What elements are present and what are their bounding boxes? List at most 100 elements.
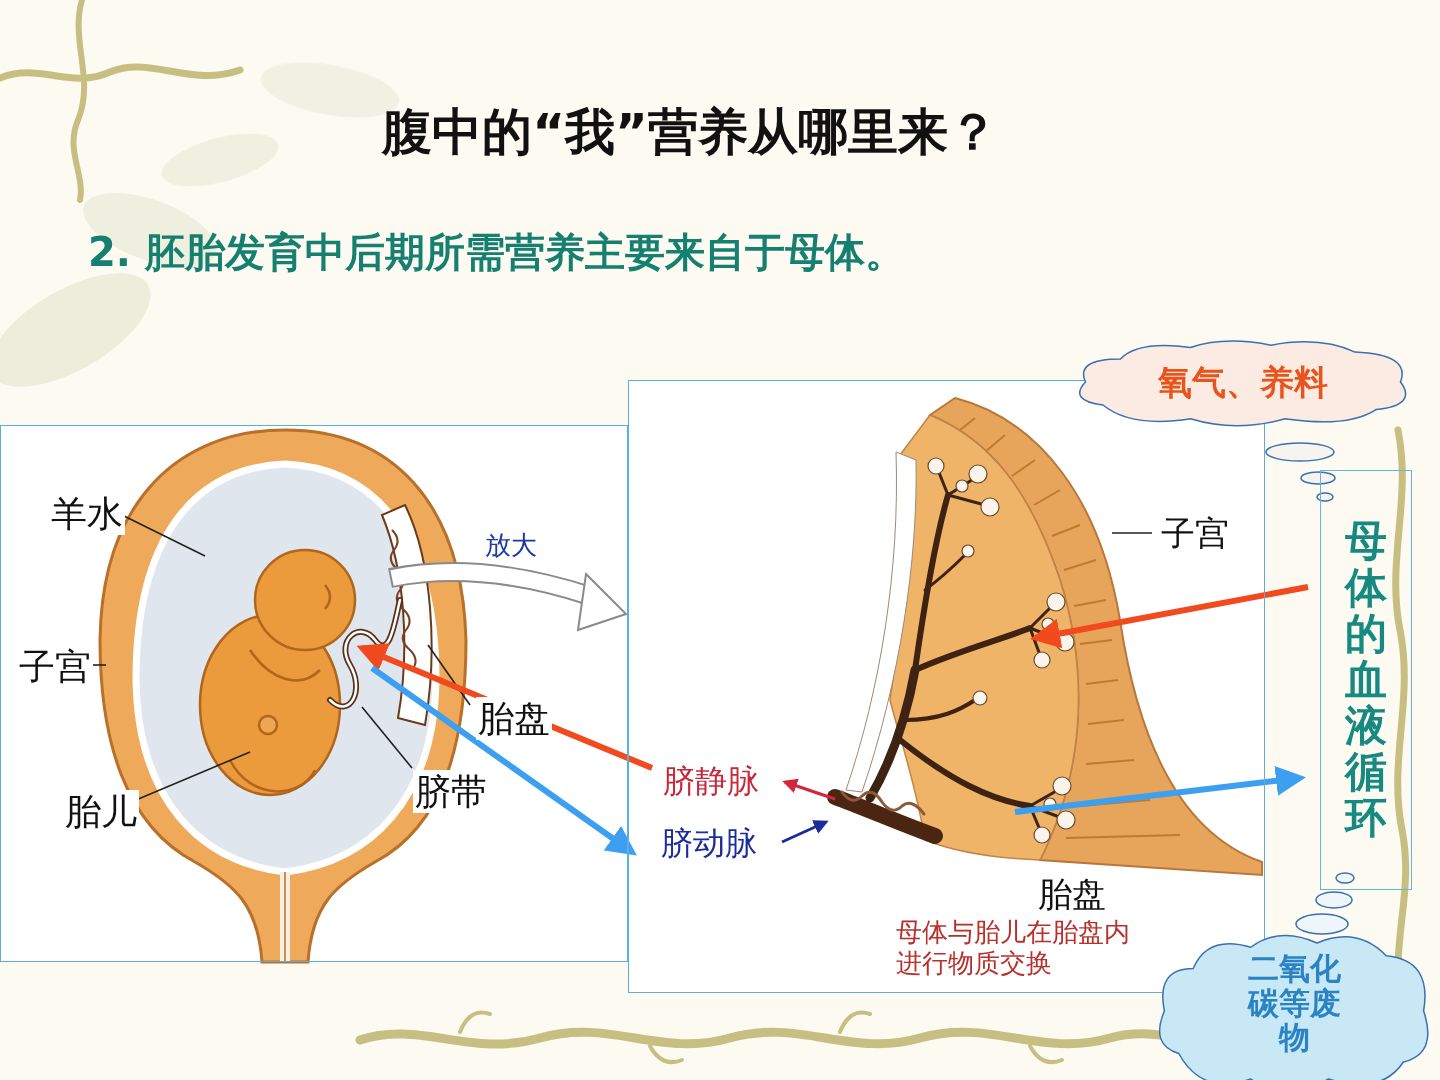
vine-decoration — [1396, 430, 1406, 990]
figure-panel: 子宫脐静脉脐动脉胎盘母体与胎儿在胎盘内 进行物质交换 — [628, 380, 1265, 993]
flow-arrow — [782, 822, 826, 842]
villi-tips — [1047, 593, 1065, 611]
uterus-wall — [1052, 525, 1080, 536]
villi-tips — [969, 465, 987, 483]
thought-bubble — [1316, 892, 1352, 908]
vertical-text: 母体的血液循环 — [1345, 518, 1387, 841]
part-label: 胎盘 — [476, 697, 552, 740]
background-decoration — [156, 123, 283, 197]
villi-tree — [870, 670, 915, 798]
part-label: 胎盘 — [1036, 874, 1108, 915]
fetus-figure — [325, 585, 330, 609]
thought-cloud: 二氧化碳等废物 — [1150, 926, 1438, 1080]
vine-decoration — [74, 0, 85, 200]
thought-bubble — [1336, 873, 1354, 883]
part-label: 母体与胎儿在胎盘内 进行物质交换 — [894, 917, 1143, 979]
part-label: 脐动脉 — [659, 824, 759, 862]
umbilical-cord — [835, 792, 935, 836]
flow-arrow — [1036, 587, 1308, 638]
panel-ground — [628, 380, 1265, 993]
leader-line — [136, 752, 250, 800]
leader-line — [92, 515, 470, 800]
villi-tree — [948, 478, 975, 495]
flow-arrow — [1015, 778, 1300, 812]
vine-decoration — [840, 1012, 870, 1032]
leader-line — [362, 707, 412, 768]
villi-tree — [948, 495, 985, 505]
umbilical-cord — [330, 600, 400, 707]
villi-tree — [925, 555, 965, 590]
vine-decoration — [650, 1046, 682, 1062]
villi-tips — [1034, 827, 1050, 843]
subtitle: 2. 胚胎发育中后期所需营养主要来自于母体。 — [88, 228, 905, 276]
vertical-text-box: 母体的血液循环 — [1320, 470, 1412, 890]
umbilical-cord — [330, 600, 400, 707]
panel-ground — [0, 425, 628, 962]
enlarge-arrow — [578, 574, 626, 630]
leader-line — [92, 664, 106, 666]
thought-cloud: 氧气、养料 — [1068, 336, 1418, 428]
cloud-text: 二氧化碳等废物 — [1244, 951, 1343, 1055]
placenta-figure — [391, 530, 416, 670]
thought-bubble — [1301, 472, 1335, 484]
leader-line — [1112, 532, 1152, 534]
villi-tree — [915, 628, 1030, 670]
enlarge-arrow — [392, 572, 590, 596]
uterus-wall — [960, 418, 975, 430]
uterus-figure — [136, 464, 436, 872]
leader-line — [1112, 532, 1152, 534]
cloud-outline — [1160, 935, 1428, 1080]
uterus-wall — [1074, 600, 1106, 606]
fetus-figure — [259, 716, 277, 734]
part-label: 子宫 — [1159, 513, 1231, 554]
background-decoration — [257, 53, 404, 127]
thought-bubble — [1296, 914, 1348, 934]
figure-panel: 羊水子宫胎儿 胎盘脐带 — [0, 425, 628, 962]
leader-line — [122, 515, 205, 556]
slide-title: 腹中的“我”营养从哪里来？ — [0, 104, 1380, 162]
villi-tips — [1057, 811, 1075, 829]
fetus-figure — [250, 650, 320, 680]
villi-tips — [1053, 777, 1071, 795]
uterus-wall — [985, 435, 1005, 452]
vine-decoration — [0, 0, 1406, 1062]
villi-tips — [928, 458, 944, 474]
uterus-wall — [1012, 460, 1035, 476]
villi-tips — [981, 498, 999, 516]
fetus-figure — [230, 760, 315, 791]
uterus-wall — [1086, 680, 1118, 684]
vine-decoration — [360, 1032, 1240, 1044]
thought-bubble — [1266, 443, 1354, 934]
villi-tree — [900, 740, 1030, 806]
fetus-figure — [200, 550, 355, 795]
uterus-wall — [1034, 490, 1060, 505]
part-label: 羊水 — [49, 492, 125, 535]
part-label: 胎儿 — [63, 790, 139, 833]
enlarge-arrow — [390, 572, 590, 596]
cloud-outline — [1080, 341, 1406, 426]
flow-arrow — [362, 648, 652, 768]
villi-tips — [956, 480, 968, 492]
part-label: 子宫 — [17, 645, 93, 688]
vine-decoration — [460, 1012, 490, 1032]
villi-tips — [928, 458, 1075, 843]
villi-tree — [915, 495, 948, 670]
villi-tree — [870, 470, 1062, 830]
uterus-figure — [284, 872, 286, 962]
part-label: 脐带 — [413, 770, 489, 813]
flow-arrow — [362, 587, 1308, 852]
flow-arrow — [785, 782, 835, 799]
villi-tree — [905, 700, 975, 720]
enlarge-arrow — [390, 572, 626, 630]
uterus-wall — [1088, 720, 1124, 724]
uterus-wall — [1080, 640, 1112, 644]
part-label: 脐静脉 — [661, 762, 761, 800]
villi-tips — [962, 545, 974, 557]
umbilical-cord — [835, 797, 935, 836]
uterus-wall — [1066, 835, 1180, 838]
thought-bubble — [1266, 443, 1334, 461]
flow-arrow — [372, 668, 632, 852]
vine-decoration — [0, 67, 240, 78]
villi-tips — [1042, 618, 1054, 630]
